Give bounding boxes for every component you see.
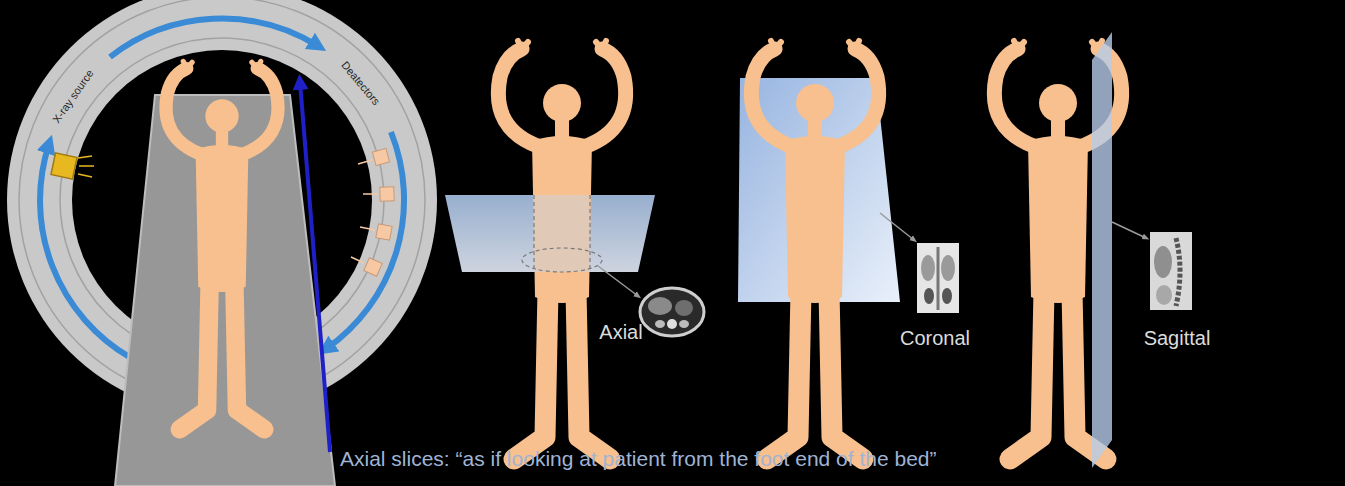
detector-array <box>351 148 394 276</box>
coronal-figure <box>738 41 959 459</box>
rotation-arrow <box>326 132 404 349</box>
leader-line <box>598 266 638 296</box>
sagittal-ct-thumbnail <box>1150 232 1192 310</box>
rotation-arrow <box>110 19 318 57</box>
plane-label: Axial <box>599 321 642 344</box>
leader-line <box>880 213 914 240</box>
coronal-ct-thumbnail <box>917 243 959 313</box>
plane-label-text: Sagittal <box>1144 327 1211 349</box>
axial-ct-thumbnail <box>640 288 704 336</box>
caption-text: Axial slices: “as if looking at patient … <box>340 447 937 470</box>
plane-label-text: Axial <box>599 321 642 343</box>
sagittal-plane <box>1092 32 1112 468</box>
plane-label: Coronal <box>900 327 970 350</box>
rotation-arrow <box>40 144 131 358</box>
plane-label: Sagittal <box>1144 327 1211 350</box>
caption: Axial slices: “as if looking at patient … <box>340 447 937 471</box>
plane-label-text: Coronal <box>900 327 970 349</box>
axial-figure <box>445 41 704 459</box>
table-direction-arrow <box>300 82 330 452</box>
patient-figure <box>166 61 278 429</box>
xray-source <box>51 153 94 179</box>
leader-line <box>1112 222 1146 238</box>
axial-plane <box>445 195 655 272</box>
sagittal-figure <box>994 32 1192 468</box>
